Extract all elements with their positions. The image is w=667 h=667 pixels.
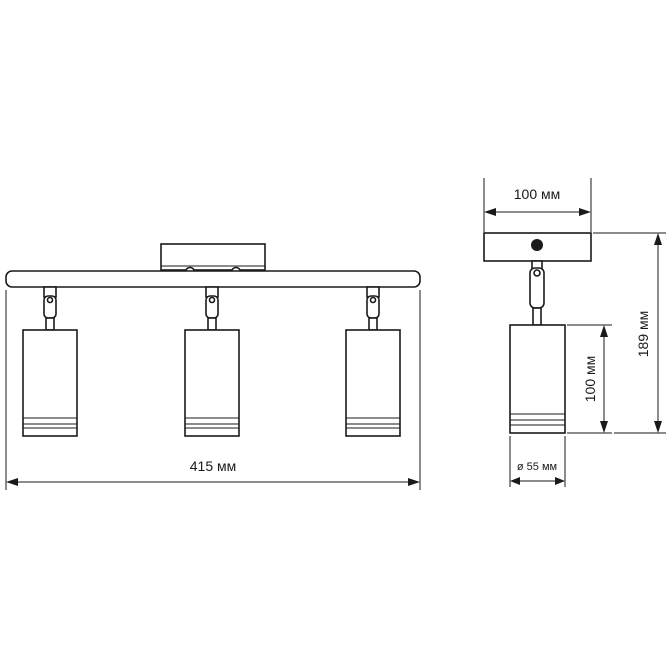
side-shade — [509, 324, 566, 434]
label-base-width: 100 мм — [514, 186, 561, 202]
side-base-screw — [531, 239, 543, 251]
label-total-width: 415 мм — [190, 458, 237, 474]
dim-total-height: 189 мм — [593, 232, 666, 434]
dim-shade-height: 100 мм — [567, 324, 612, 434]
dim-total-width: 415 мм — [5, 290, 421, 490]
front-spot-right — [345, 286, 401, 437]
front-spot-center — [184, 286, 240, 437]
dim-shade-diameter: ø 55 мм — [509, 436, 566, 487]
label-total-height: 189 мм — [635, 311, 651, 358]
dim-base-width: 100 мм — [483, 178, 592, 232]
front-spot-left — [22, 286, 78, 437]
side-view: 100 мм ø 55 мм 100 — [483, 178, 666, 487]
label-shade-diameter: ø 55 мм — [517, 461, 557, 473]
label-shade-height: 100 мм — [582, 356, 598, 403]
front-view: 415 мм — [5, 243, 421, 490]
front-bar — [5, 270, 421, 288]
